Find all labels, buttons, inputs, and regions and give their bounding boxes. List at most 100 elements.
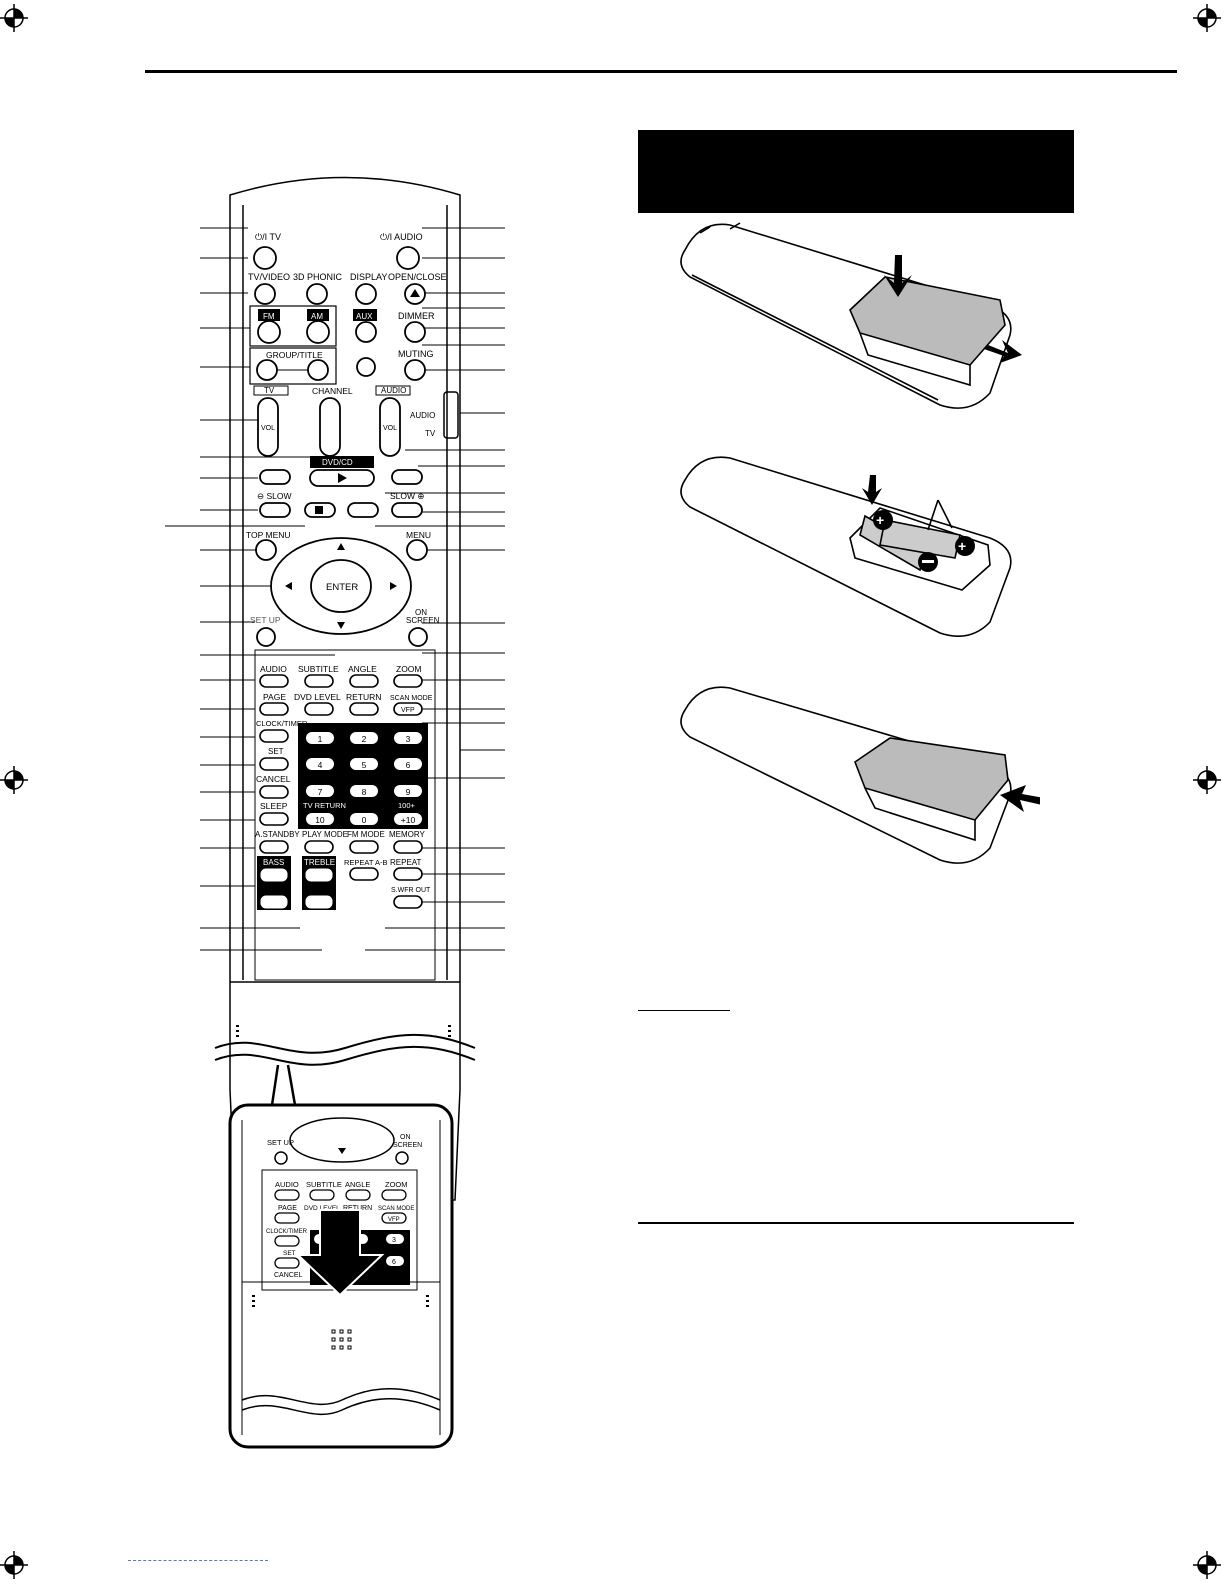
key-plus10-button[interactable] xyxy=(394,813,422,825)
repeat-ab-button[interactable] xyxy=(349,867,379,881)
treble-plus-button[interactable] xyxy=(304,867,334,883)
label-muting: MUTING xyxy=(398,349,434,359)
label-fm-mode: FM MODE xyxy=(347,830,385,839)
key-5-label: 5 xyxy=(362,760,367,770)
key-2-label: 2 xyxy=(362,734,367,744)
key-6-button[interactable] xyxy=(394,758,422,770)
label-3d-phonic: 3D PHONIC xyxy=(293,272,343,282)
inset-set-up-button[interactable] xyxy=(274,1151,288,1165)
audio-volume-rocker[interactable] xyxy=(379,397,401,457)
pause-button[interactable] xyxy=(347,502,379,518)
label-play-mode: PLAY MODE xyxy=(302,830,348,839)
insert-arrow-icon xyxy=(862,475,882,505)
label-return: RETURN xyxy=(346,692,381,702)
bass-plus-button[interactable] xyxy=(259,867,289,883)
label-tv-return: TV RETURN xyxy=(303,801,346,810)
inset-label-return: RETURN xyxy=(343,1205,372,1212)
slow-forward-button[interactable] xyxy=(391,502,423,518)
label-enter: ENTER xyxy=(326,582,358,593)
channel-rocker[interactable] xyxy=(319,397,341,457)
menu-button[interactable] xyxy=(406,539,428,561)
clock-timer-button[interactable] xyxy=(259,729,289,743)
power-audio-button[interactable] xyxy=(396,246,420,270)
audio-tv-switch[interactable] xyxy=(443,391,459,439)
repeat-button[interactable] xyxy=(393,867,423,881)
zoom-button[interactable] xyxy=(393,674,423,688)
3d-phonic-button[interactable] xyxy=(306,283,328,305)
key-7-button[interactable] xyxy=(306,785,334,797)
group-next-button[interactable] xyxy=(307,359,329,381)
top-menu-button[interactable] xyxy=(255,539,277,561)
inset-label-subtitle: SUBTITLE xyxy=(306,1180,342,1189)
label-on-screen-2: SCREEN xyxy=(406,616,440,625)
header-rule xyxy=(145,70,1177,73)
label-am: AM xyxy=(311,312,323,321)
key-2-button[interactable] xyxy=(350,732,378,744)
key-9-label: 9 xyxy=(406,787,411,797)
skip-next-button[interactable] xyxy=(391,469,423,485)
key-8-button[interactable] xyxy=(350,785,378,797)
key-3-button[interactable] xyxy=(394,732,422,744)
inset-on-screen-button[interactable] xyxy=(395,1151,409,1165)
battery-step-2-illustration: + + xyxy=(680,456,1012,637)
return-button[interactable] xyxy=(349,702,379,716)
tv-volume-rocker[interactable] xyxy=(257,397,279,457)
vfp-button[interactable] xyxy=(393,702,423,716)
remote-control-illustration: ⏻/I TV ⏻/I AUDIO TV/VIDEO 3D PHONIC DISP… xyxy=(165,176,505,1449)
group-prev-button[interactable] xyxy=(256,359,278,381)
key-9-button[interactable] xyxy=(394,785,422,797)
dimmer-button[interactable] xyxy=(404,321,426,343)
tv-video-button[interactable] xyxy=(254,283,276,305)
footer-rule xyxy=(128,1560,268,1562)
page-button[interactable] xyxy=(259,702,289,716)
skip-prev-button[interactable] xyxy=(259,469,291,485)
angle-button[interactable] xyxy=(349,674,379,688)
power-tv-button[interactable] xyxy=(253,246,277,270)
key-1-button[interactable] xyxy=(306,732,334,744)
sleep-button[interactable] xyxy=(259,812,289,826)
inset-label-page: PAGE xyxy=(278,1205,297,1212)
am-button[interactable] xyxy=(306,320,330,344)
key-6-label: 6 xyxy=(406,760,411,770)
label-on-screen-1: ON xyxy=(415,608,427,617)
display-button[interactable] xyxy=(355,283,377,305)
audio-fn-button[interactable] xyxy=(259,674,289,688)
inset-label-angle: ANGLE xyxy=(345,1180,370,1189)
svg-text:+: + xyxy=(958,538,966,554)
key-4-label: 4 xyxy=(318,760,323,770)
treble-minus-button[interactable] xyxy=(304,894,334,910)
play-mode-button[interactable] xyxy=(304,840,334,854)
swfr-out-button[interactable] xyxy=(393,895,423,909)
cancel-button[interactable] xyxy=(259,785,289,799)
fm-mode-button[interactable] xyxy=(349,840,379,854)
enter-button[interactable] xyxy=(310,559,372,613)
set-up-button[interactable] xyxy=(256,627,276,647)
key-3-label: 3 xyxy=(406,734,411,744)
slow-reverse-button[interactable] xyxy=(259,502,291,518)
key-5-button[interactable] xyxy=(350,758,378,770)
key-10-button[interactable] xyxy=(306,813,334,825)
label-audio-vol: AUDIO xyxy=(381,386,406,395)
set-button[interactable] xyxy=(259,757,289,771)
memory-button[interactable] xyxy=(393,840,423,854)
label-channel: CHANNEL xyxy=(312,386,353,396)
bass-minus-button[interactable] xyxy=(259,894,289,910)
dvd-level-button[interactable] xyxy=(304,702,334,716)
play-icon xyxy=(338,473,347,483)
slide-down-arrow-icon xyxy=(295,1209,385,1297)
label-cancel: CANCEL xyxy=(256,774,291,784)
inset-label-screen: SCREEN xyxy=(393,1142,422,1149)
stop-icon xyxy=(315,506,323,514)
subtitle-button[interactable] xyxy=(304,674,334,688)
inset-label-dvd-level: DVD LEVEL xyxy=(304,1205,340,1212)
aux-button[interactable] xyxy=(355,321,377,343)
on-screen-button[interactable] xyxy=(408,627,428,647)
label-page: PAGE xyxy=(263,692,286,702)
key-0-button[interactable] xyxy=(350,813,378,825)
fm-button[interactable] xyxy=(257,320,281,344)
key-4-button[interactable] xyxy=(306,758,334,770)
a-standby-button[interactable] xyxy=(259,840,289,854)
back-button[interactable] xyxy=(356,357,376,377)
muting-button[interactable] xyxy=(404,359,426,381)
label-menu: MENU xyxy=(406,530,431,540)
